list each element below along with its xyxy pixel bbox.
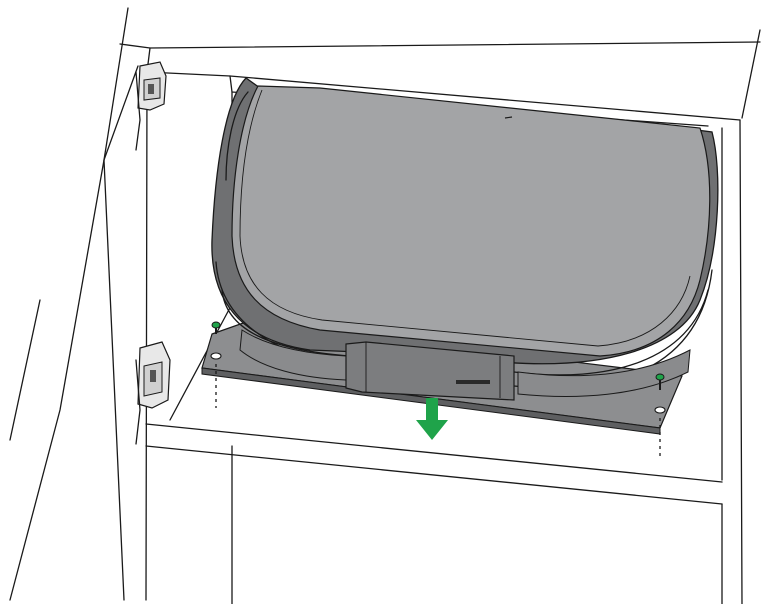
hinge-top: [135, 61, 167, 151]
screw-left: [210, 321, 222, 408]
screw-right: [654, 373, 666, 458]
brand-logo-mark: [456, 380, 490, 384]
cabinet: [9, 7, 761, 604]
down-arrow-icon: [416, 398, 448, 440]
hinge-bottom: [135, 341, 171, 445]
rotating-tray: [211, 77, 719, 401]
